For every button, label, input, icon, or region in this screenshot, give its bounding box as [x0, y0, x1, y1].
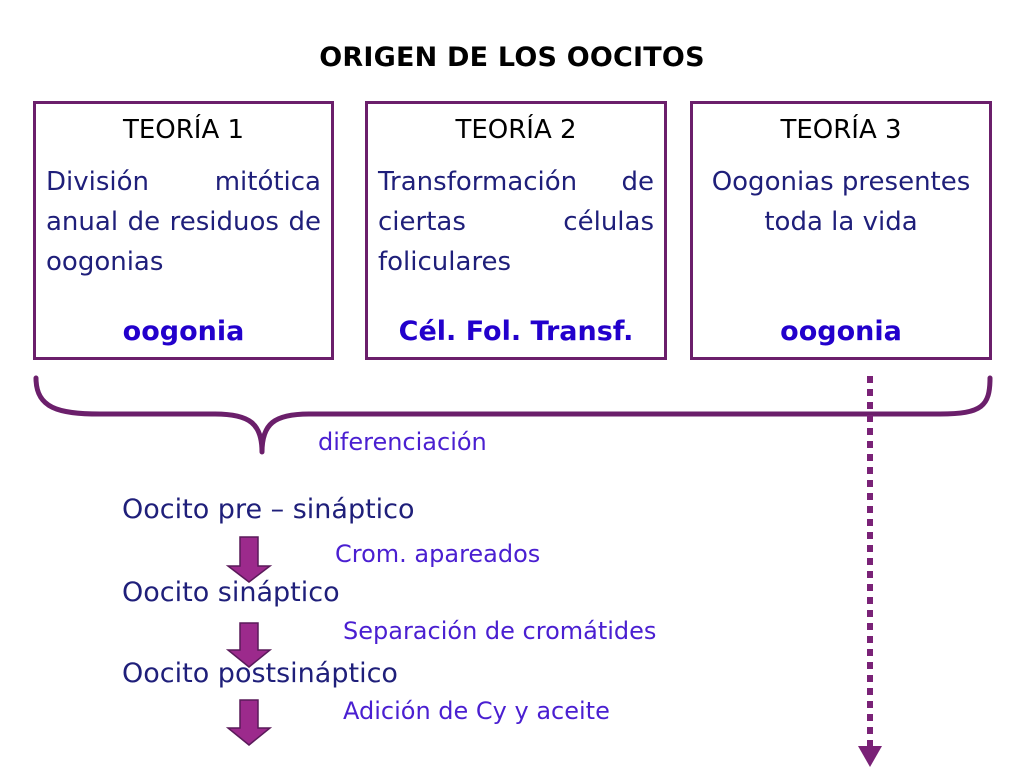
- grouping-brace: [33, 375, 993, 455]
- theory-2-heading: TEORÍA 2: [455, 115, 577, 145]
- differentiation-label: diferenciación: [318, 428, 487, 456]
- transition-label-1: Crom. apareados: [335, 540, 541, 568]
- theory-1-box: TEORÍA 1 División mitótica anual de resi…: [33, 101, 334, 360]
- stage-arrow-1: [225, 536, 273, 583]
- stage-synaptic: Oocito sináptico: [122, 577, 340, 608]
- theory-1-result: oogonia: [122, 316, 245, 347]
- theory-1-description: División mitótica anual de residuos de o…: [46, 167, 321, 277]
- theory-3-result: oogonia: [780, 316, 902, 347]
- theory-3-description: Oogonias presentes toda la vida: [711, 167, 971, 237]
- theory-3-heading: TEORÍA 3: [780, 115, 902, 145]
- theory-3-box: TEORÍA 3 Oogonias presentes toda la vida…: [690, 101, 992, 360]
- page-title: ORIGEN DE LOS OOCITOS: [319, 42, 705, 73]
- stage-pre-synaptic: Oocito pre – sináptico: [122, 494, 415, 525]
- theory-1-heading: TEORÍA 1: [122, 115, 245, 145]
- transition-label-3: Adición de Cy y aceite: [343, 697, 610, 725]
- stage-post-synaptic: Oocito postsináptico: [122, 658, 398, 689]
- transition-label-2: Separación de cromátides: [343, 617, 657, 645]
- stage-arrow-3: [225, 699, 273, 746]
- stage-arrow-2: [225, 622, 273, 668]
- theory-2-result: Cél. Fol. Transf.: [398, 316, 634, 347]
- dotted-arrow-head: [858, 746, 882, 767]
- theory-2-description: Transformación de ciertas células folicu…: [378, 167, 654, 277]
- theory-2-box: TEORÍA 2 Transformación de ciertas célul…: [365, 101, 667, 360]
